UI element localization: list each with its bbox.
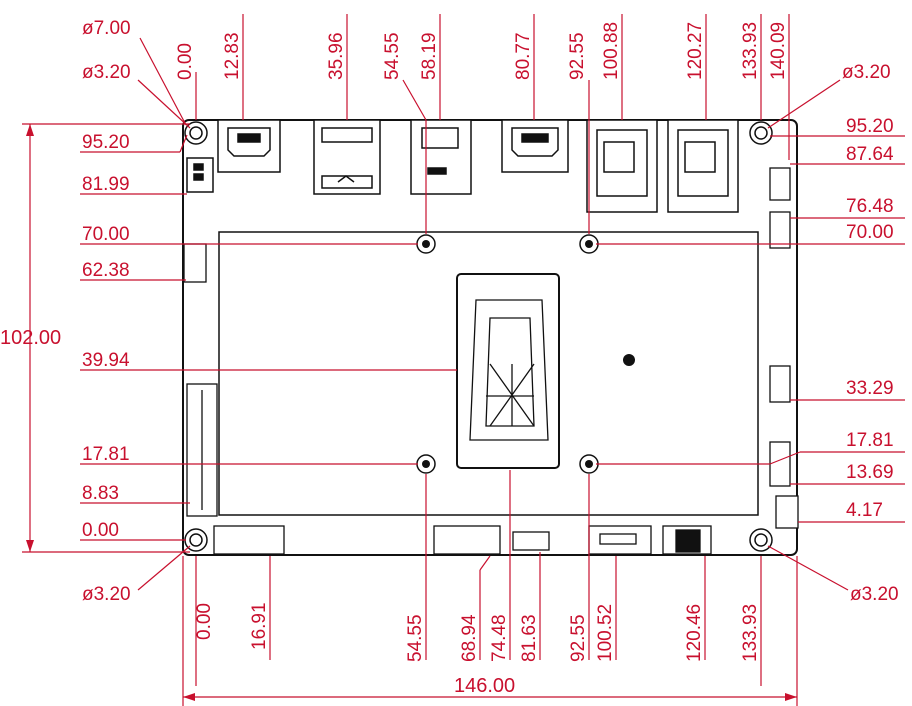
bottom-dim-label: 133.93 (740, 604, 761, 662)
top-dim-label: 35.96 (326, 32, 347, 80)
top-dim-label: 92.55 (567, 32, 588, 80)
hole-label-bottom-left: ø3.20 (82, 584, 131, 605)
left-dim-label: 39.94 (82, 350, 130, 371)
left-dim-label: 62.38 (82, 260, 130, 281)
right-dim-label: 4.17 (846, 500, 883, 521)
arrowheads (26, 124, 797, 701)
right-dim-label: 33.29 (846, 378, 894, 399)
hole-label-top-left-outer: ø7.00 (82, 18, 131, 39)
right-dimension-labels: 95.20 87.64 76.48 70.00 33.29 17.81 13.6… (846, 116, 894, 521)
top-dim-label: 100.88 (601, 22, 622, 80)
overall-height-label: 102.00 (0, 327, 61, 349)
bottom-dim-label: 81.63 (519, 614, 540, 662)
right-dim-label: 95.20 (846, 116, 894, 137)
top-dim-label: 120.27 (685, 22, 706, 80)
right-dim-label: 87.64 (846, 144, 894, 165)
left-dim-label: 0.00 (82, 520, 119, 541)
hole-labels: ø7.00 ø3.20 ø3.20 ø3.20 ø3.20 (82, 18, 899, 605)
top-dim-label: 140.09 (768, 22, 789, 80)
top-dim-label: 80.77 (513, 32, 534, 80)
top-dim-label: 133.93 (740, 22, 761, 80)
right-dim-label: 17.81 (846, 430, 894, 451)
left-dim-label: 70.00 (82, 224, 130, 245)
top-dim-label: 58.19 (419, 32, 440, 80)
right-dim-label: 13.69 (846, 462, 894, 483)
left-dim-label: 17.81 (82, 444, 130, 465)
hole-label-top-left-inner: ø3.20 (82, 62, 131, 83)
left-dim-label: 81.99 (82, 174, 130, 195)
bottom-dim-label: 16.91 (249, 602, 270, 650)
top-dimension-labels: 0.00 12.83 35.96 54.55 58.19 80.77 92.55… (175, 22, 789, 80)
bottom-dim-label: 120.46 (684, 604, 705, 662)
bottom-dim-label: 0.00 (194, 603, 215, 640)
hole-label-top-right: ø3.20 (842, 62, 891, 83)
top-dim-label: 12.83 (222, 32, 243, 80)
overall-width-label: 146.00 (454, 675, 515, 697)
left-dim-label: 95.20 (82, 132, 130, 153)
right-dim-label: 76.48 (846, 196, 894, 217)
bottom-dim-label: 100.52 (595, 604, 616, 662)
dimension-lines (22, 14, 905, 706)
board-components (183, 167, 799, 555)
bottom-dim-label: 92.55 (568, 614, 589, 662)
top-dim-label: 54.55 (382, 32, 403, 80)
top-connectors (186, 119, 739, 213)
left-dimension-labels: 95.20 81.99 70.00 62.38 39.94 17.81 8.83… (82, 132, 130, 541)
top-dim-label: 0.00 (175, 43, 196, 80)
hole-label-bottom-right: ø3.20 (850, 584, 899, 605)
bottom-dim-label: 54.55 (405, 614, 426, 662)
right-dim-label: 70.00 (846, 222, 894, 243)
left-dim-label: 8.83 (82, 483, 119, 504)
bottom-dim-label: 68.94 (459, 614, 480, 662)
bottom-dimension-labels: 0.00 16.91 54.55 68.94 74.48 81.63 92.55… (194, 602, 761, 662)
bottom-dim-label: 74.48 (489, 614, 510, 662)
